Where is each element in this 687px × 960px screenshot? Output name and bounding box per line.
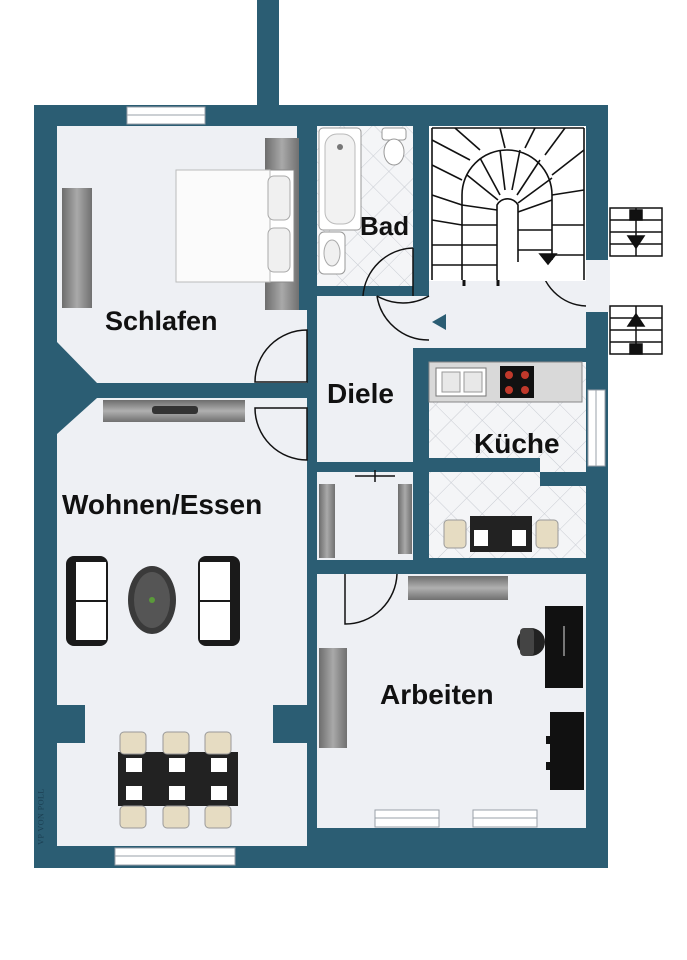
floor-wohnen — [57, 398, 307, 846]
hall-furniture — [319, 484, 412, 558]
brand-logo: VP VON POLL — [34, 788, 48, 848]
room-label-wohnen-essen: Wohnen/Essen — [62, 489, 263, 520]
entrance-arrow-icon — [432, 314, 446, 330]
staircase — [429, 126, 586, 286]
doors — [254, 247, 587, 625]
floor-diele — [317, 296, 586, 462]
exterior-stair — [609, 207, 663, 355]
room-label-schlafen: Schlafen — [105, 306, 218, 336]
room-label-arbeiten: Arbeiten — [380, 679, 494, 710]
bedroom-furniture — [62, 138, 299, 310]
room-label-kueche: Küche — [474, 428, 560, 459]
windows — [114, 106, 606, 866]
room-label-bad: Bad — [360, 211, 410, 241]
kitchen-furniture — [428, 361, 583, 552]
room-label-diele: Diele — [327, 378, 394, 409]
bathroom-fixtures — [318, 127, 407, 275]
brand-logo-text: VP VON POLL — [36, 788, 46, 845]
living-furniture — [66, 400, 245, 829]
floor-arbeiten — [317, 574, 586, 828]
wall-piers — [57, 348, 586, 743]
office-furniture — [319, 576, 584, 790]
